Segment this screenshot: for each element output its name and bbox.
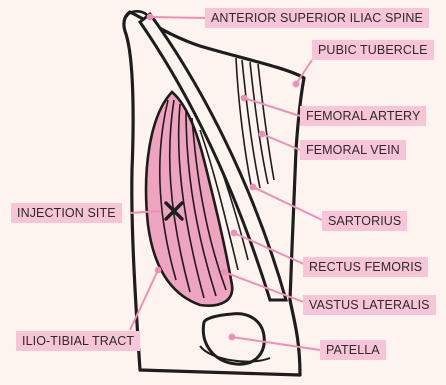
label-patella: PATELLA <box>320 340 386 360</box>
label-ilio-tibial-tract: ILIO-TIBIAL TRACT <box>16 331 140 351</box>
label-femoral-artery: FEMORAL ARTERY <box>300 106 426 126</box>
label-femoral-vein: FEMORAL VEIN <box>300 140 406 160</box>
label-pubic-tubercle: PUBIC TUBERCLE <box>312 40 434 60</box>
label-rectus-femoris: RECTUS FEMORIS <box>303 257 428 277</box>
label-anterior-superior-iliac-spine: ANTERIOR SUPERIOR ILIAC SPINE <box>205 8 429 28</box>
label-sartorius: SARTORIUS <box>322 211 407 231</box>
label-vastus-lateralis: VASTUS LATERALIS <box>303 295 436 315</box>
label-injection-site: INJECTION SITE <box>11 203 122 223</box>
